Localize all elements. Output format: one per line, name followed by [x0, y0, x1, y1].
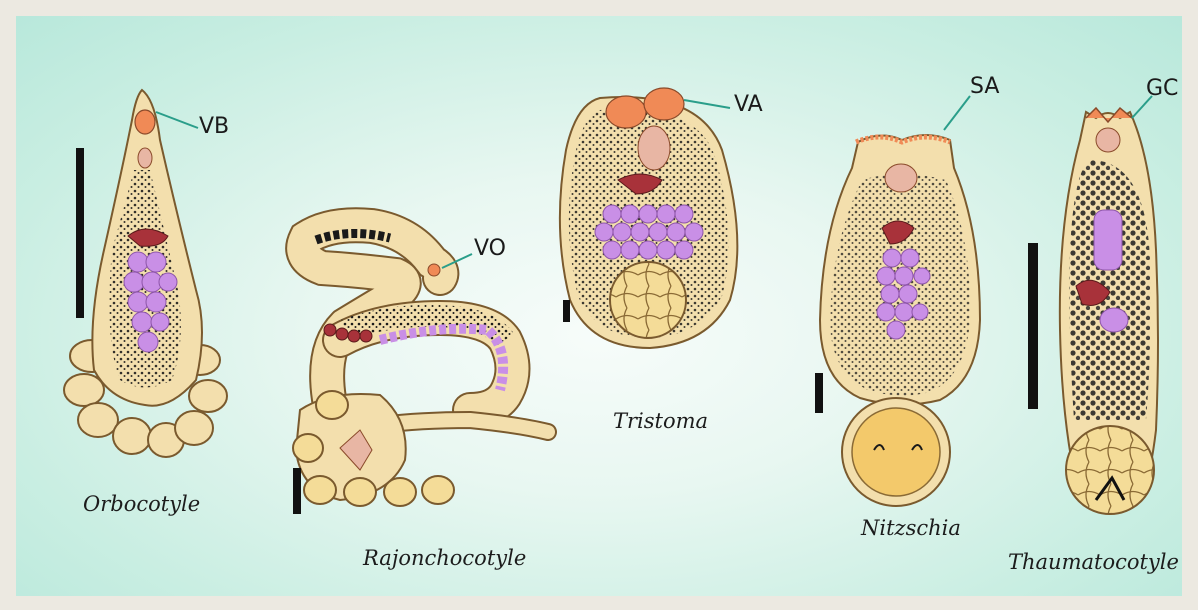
thaumatocotyle-drawing: [1060, 108, 1158, 514]
tristoma-testes: [595, 205, 703, 259]
label-sa: SA: [970, 74, 999, 99]
nitzschia-scale-bar: [815, 373, 823, 413]
rajonchocotyle-drawing: [293, 225, 548, 506]
vb-leader-line: [156, 112, 198, 128]
va-leader-line: [684, 100, 730, 108]
tristoma-drawing: [560, 88, 737, 348]
label-gc: GC: [1146, 76, 1178, 101]
species-name-orbocotyle: Orbocotyle: [83, 492, 200, 516]
thaumatocotyle-haptor: [1066, 426, 1154, 514]
label-vb: VB: [199, 114, 229, 139]
thaumatocotyle-testes: [1094, 210, 1122, 270]
rajonchocotyle-sucker: [428, 264, 440, 276]
tristoma-sucker-right: [644, 88, 684, 120]
species-name-thaumatocotyle: Thaumatocotyle: [1008, 550, 1179, 574]
tristoma-scale-bar: [563, 300, 570, 322]
orbocotyle-scale-bar: [76, 148, 84, 318]
rajonchocotyle-scale-bar: [293, 468, 301, 514]
label-va: VA: [734, 92, 763, 117]
species-name-nitzschia: Nitzschia: [861, 516, 961, 540]
species-name-rajonchocotyle: Rajonchocotyle: [363, 546, 526, 570]
orbocotyle-sucker: [135, 110, 155, 134]
orbocotyle-drawing: [64, 90, 227, 457]
thaumatocotyle-scale-bar: [1028, 243, 1038, 409]
nitzschia-drawing: [820, 135, 980, 506]
tristoma-haptor: [610, 262, 686, 338]
sa-leader-line: [944, 96, 970, 130]
species-name-tristoma: Tristoma: [613, 409, 708, 433]
label-vo: VO: [474, 236, 506, 261]
tristoma-sucker-left: [606, 96, 646, 128]
